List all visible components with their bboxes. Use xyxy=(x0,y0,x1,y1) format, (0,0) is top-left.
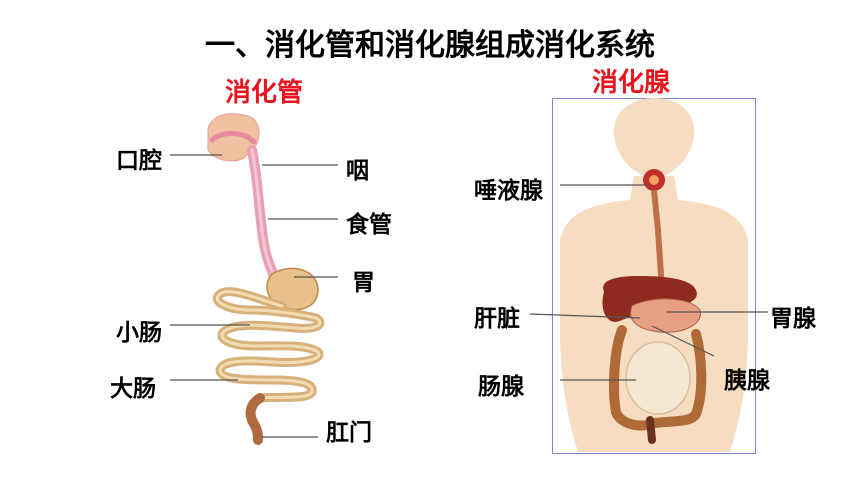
label-stomach: 胃 xyxy=(352,270,375,296)
label-salivary-gland: 唾液腺 xyxy=(474,178,543,204)
label-pancreas: 胰腺 xyxy=(724,368,770,394)
label-liver: 肝脏 xyxy=(474,306,520,332)
label-gastric-gland: 胃腺 xyxy=(770,306,816,332)
body-silhouette xyxy=(613,98,695,178)
mouth-cavity xyxy=(207,113,260,162)
stomach-right-shape xyxy=(630,298,701,333)
label-anus: 肛门 xyxy=(326,420,372,446)
stomach-shape xyxy=(266,267,319,311)
digestive-tract-heading: 消化管 xyxy=(225,78,304,108)
rectum xyxy=(245,393,265,445)
label-esophagus: 食管 xyxy=(346,212,392,238)
label-pharynx: 咽 xyxy=(346,158,369,184)
small-intestine-mass xyxy=(625,341,691,415)
label-large-intestine: 大肠 xyxy=(110,376,156,402)
digestive-tract-illustration xyxy=(170,113,338,445)
label-small-intestine: 小肠 xyxy=(116,320,162,346)
label-intestinal-gland: 肠腺 xyxy=(478,374,524,400)
glands-illustration xyxy=(529,98,768,452)
digestive-glands-heading: 消化腺 xyxy=(592,68,671,98)
label-mouth: 口腔 xyxy=(116,148,162,174)
liver-shape xyxy=(602,276,697,322)
page-title: 一、消化管和消化腺组成消化系统 xyxy=(205,28,655,63)
tongue xyxy=(209,131,257,145)
